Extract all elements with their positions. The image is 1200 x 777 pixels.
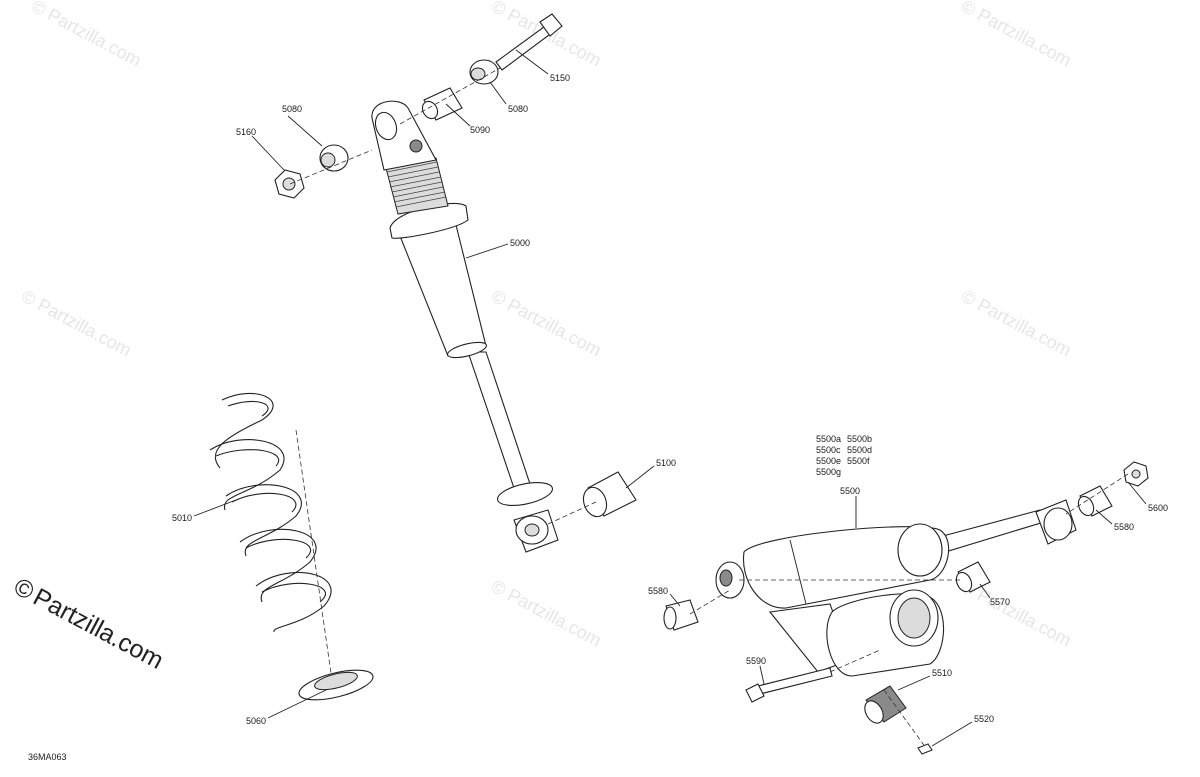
- label-5570[interactable]: 5570: [990, 597, 1010, 607]
- label-5580-left[interactable]: 5580: [648, 586, 668, 596]
- label-5500f[interactable]: 5500f: [847, 456, 870, 466]
- spacer-5090: [421, 87, 463, 121]
- callouts: 5150 5080 5090 5080 5160 5000 5010 5060 …: [28, 73, 1168, 762]
- thread-lines: [386, 161, 447, 208]
- partzilla-logo: © Partzilla.com: [9, 573, 168, 675]
- watermark-4: © Partzilla.com: [18, 286, 134, 361]
- label-5600[interactable]: 5600: [1148, 503, 1168, 513]
- label-5500d[interactable]: 5500d: [847, 445, 872, 455]
- label-5590[interactable]: 5590: [746, 656, 766, 666]
- label-5160[interactable]: 5160: [236, 127, 256, 137]
- bushing-5570: [955, 561, 991, 593]
- watermark-6: © Partzilla.com: [958, 286, 1074, 361]
- bushing-5580-right: [1077, 485, 1113, 517]
- label-5150[interactable]: 5150: [550, 73, 570, 83]
- leader-lines: [193, 49, 1147, 747]
- screw-5520: [917, 743, 933, 755]
- front-shock-absorber: [371, 100, 559, 553]
- label-5080-left[interactable]: 5080: [282, 104, 302, 114]
- figure-code: 36MA063: [28, 752, 67, 762]
- watermark-5: © Partzilla.com: [488, 286, 604, 361]
- label-5500e[interactable]: 5500e: [816, 456, 841, 466]
- washer-5080-left: [319, 144, 349, 172]
- watermark-3: © Partzilla.com: [958, 0, 1074, 70]
- watermark-7: © Partzilla.com: [488, 576, 604, 651]
- label-5500b[interactable]: 5500b: [847, 434, 872, 444]
- label-5080-right[interactable]: 5080: [508, 104, 528, 114]
- upper-bolt-5150: [495, 13, 563, 71]
- label-5500c[interactable]: 5500c: [816, 445, 841, 455]
- label-5580-right[interactable]: 5580: [1114, 522, 1134, 532]
- bushing-5100: [582, 471, 637, 518]
- bushing-5580-left: [663, 599, 699, 631]
- label-5500a[interactable]: 5500a: [816, 434, 841, 444]
- bolt-5590: [745, 667, 833, 703]
- label-5000[interactable]: 5000: [510, 238, 530, 248]
- label-5010[interactable]: 5010: [172, 513, 192, 523]
- adjuster-5510: [864, 685, 907, 724]
- rear-shock-absorber: [715, 499, 1077, 677]
- label-5510[interactable]: 5510: [932, 668, 952, 678]
- coil-spring: [209, 392, 332, 633]
- label-5500g[interactable]: 5500g: [816, 467, 841, 477]
- spring-retainer-5060: [298, 669, 374, 701]
- logo-text: Partzilla.com: [29, 583, 168, 675]
- nut-5600: [1123, 461, 1149, 487]
- label-5090[interactable]: 5090: [470, 125, 490, 135]
- label-5060[interactable]: 5060: [246, 716, 266, 726]
- nut-5160: [274, 169, 305, 199]
- label-5520[interactable]: 5520: [974, 714, 994, 724]
- label-5500[interactable]: 5500: [840, 486, 860, 496]
- label-5100[interactable]: 5100: [656, 458, 676, 468]
- watermark-1: © Partzilla.com: [28, 0, 144, 70]
- washer-5080-right: [469, 59, 499, 85]
